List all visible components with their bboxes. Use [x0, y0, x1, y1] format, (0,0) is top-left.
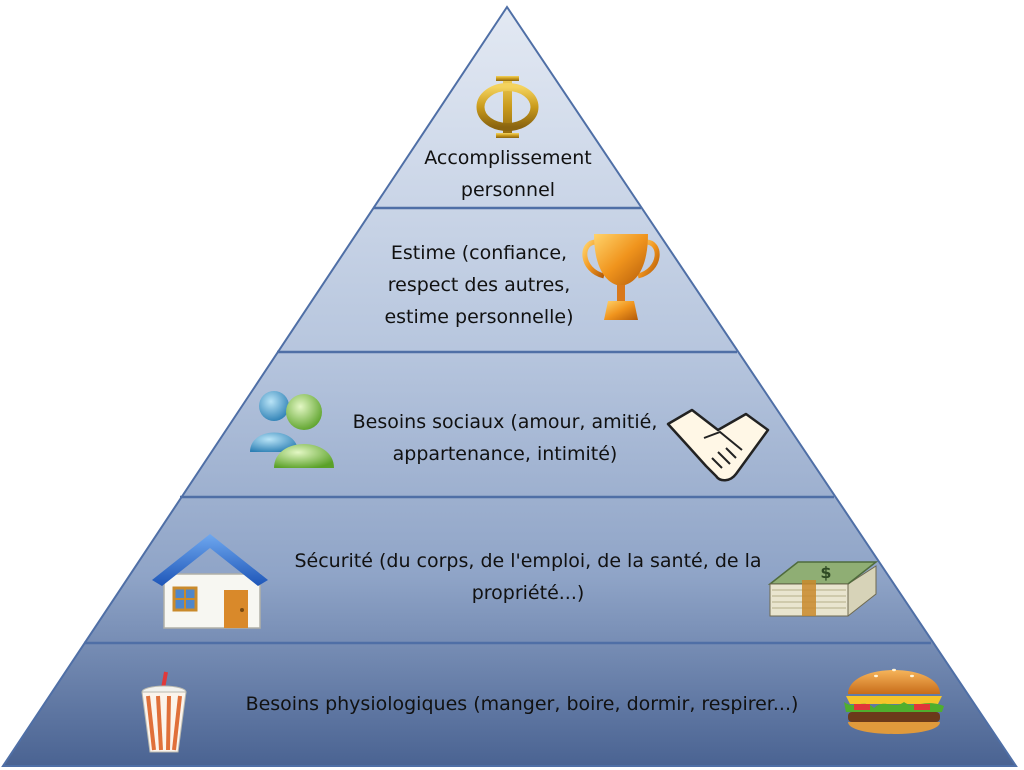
trophy-icon	[582, 234, 660, 320]
handshake-icon	[666, 408, 770, 482]
level-label-safety: Sécurité (du corps, de l'emploi, de la s…	[268, 545, 788, 609]
level-text-line: personnel	[460, 179, 556, 201]
money-stack-icon: $	[768, 561, 878, 617]
level-text-line: appartenance, intimité)	[392, 443, 618, 465]
svg-text:$: $	[820, 563, 831, 582]
level-text-line: estime personnelle)	[384, 306, 574, 328]
level-text-line: propriété...)	[471, 582, 585, 604]
level-text-line: Besoins sociaux (amour, amitié,	[352, 411, 658, 433]
level-label-physiological: Besoins physiologiques (manger, boire, d…	[212, 688, 832, 720]
level-label-social: Besoins sociaux (amour, amitié, apparten…	[330, 406, 680, 470]
level-label-self-actualization: Accomplissement personnel	[398, 142, 618, 206]
level-text-line: Estime (confiance,	[390, 242, 568, 264]
people-icon	[250, 391, 334, 468]
level-text-line: respect des autres,	[387, 274, 571, 296]
level-text-line: Sécurité (du corps, de l'emploi, de la s…	[294, 550, 762, 572]
level-text-line: Accomplissement	[424, 147, 592, 169]
level-label-esteem: Estime (confiance, respect des autres, e…	[364, 237, 594, 333]
drink-cup-icon	[141, 671, 187, 753]
phi-icon	[476, 76, 539, 138]
house-icon	[152, 534, 268, 629]
level-text-line: Besoins physiologiques (manger, boire, d…	[245, 693, 799, 715]
burger-icon	[844, 668, 944, 734]
